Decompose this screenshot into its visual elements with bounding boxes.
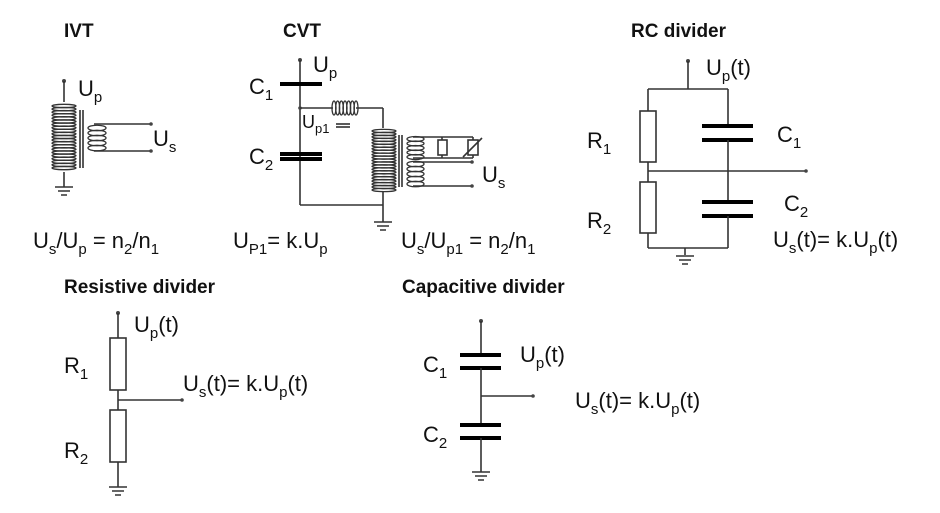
ground-icon xyxy=(54,186,74,196)
ground-icon xyxy=(675,255,695,265)
ground-icon xyxy=(373,221,393,231)
cvt-secondary-coil-2-icon xyxy=(406,160,425,188)
coil-turn xyxy=(371,187,397,193)
ivt-formula: Us/Up = n2/n1 xyxy=(33,228,159,258)
cvt-formula-left: UP1= k.Up xyxy=(233,228,328,258)
cvt-formula-right: Us/Up1 = n2/n1 xyxy=(401,228,535,258)
ivt-title: IVT xyxy=(64,21,94,42)
capacitive-up-label: Up(t) xyxy=(520,342,565,372)
cvt-c1-label: C1 xyxy=(249,74,273,104)
resistive-r1-resistor-icon xyxy=(109,337,127,391)
cvt-c2-label: C2 xyxy=(249,144,273,174)
resistive-up-label: Up(t) xyxy=(134,312,179,342)
cvt-us-label: Us xyxy=(482,162,505,192)
capacitive-c2-label: C2 xyxy=(423,422,447,452)
resistive-divider-title: Resistive divider xyxy=(64,277,216,298)
cvt-up1-label: Up1 xyxy=(302,112,329,136)
rc-r2-resistor-icon xyxy=(639,181,657,234)
ivt-primary-coil-icon xyxy=(51,103,77,171)
resistive-r2-resistor-icon xyxy=(109,409,127,463)
rc-divider-diagram: RC divider Up(t) R1 R2 C1 C2 Us(t)= k.Up… xyxy=(587,21,898,265)
cvt-reactor-coil-icon xyxy=(331,100,359,116)
ground-icon xyxy=(471,471,491,481)
capacitive-divider-diagram: Capacitive divider Up(t) C1 C2 Us(t)= k.… xyxy=(402,277,700,481)
cvt-transformer-primary-coil-icon xyxy=(371,128,397,193)
rc-c2-label: C2 xyxy=(784,191,808,221)
rc-r1-label: R1 xyxy=(587,128,611,158)
resistive-r2-label: R2 xyxy=(64,438,88,468)
coil-turn xyxy=(406,153,425,161)
ivt-us-label: Us xyxy=(153,126,176,156)
cvt-burden-resistor-icon xyxy=(437,139,448,156)
ground-icon xyxy=(108,486,128,496)
capacitive-divider-title: Capacitive divider xyxy=(402,277,565,298)
capacitive-formula: Us(t)= k.Up(t) xyxy=(575,388,700,418)
rc-r1-resistor-icon xyxy=(639,110,657,163)
coil-turn xyxy=(51,165,77,171)
resistive-divider-diagram: Resistive divider Up(t) R1 R2 Us(t)= k.U… xyxy=(64,277,308,496)
ivt-diagram: IVT Up Us Us/Up = n2/n1 xyxy=(33,21,176,258)
ivt-up-label: Up xyxy=(78,76,102,106)
cvt-title: CVT xyxy=(283,21,321,42)
cvt-up-label: Up xyxy=(313,52,337,82)
rc-divider-title: RC divider xyxy=(631,21,727,42)
cvt-secondary-coil-1-icon xyxy=(406,135,425,161)
cvt-diagram: CVT Up C1 Up1 C2 Us U xyxy=(233,21,535,258)
resistive-r1-label: R1 xyxy=(64,353,88,383)
rc-r2-label: R2 xyxy=(587,208,611,238)
rc-up-label: Up(t) xyxy=(706,55,751,85)
rc-c1-label: C1 xyxy=(777,122,801,152)
ivt-secondary-coil-icon xyxy=(87,124,107,152)
capacitive-c1-label: C1 xyxy=(423,352,447,382)
rc-formula: Us(t)= k.Up(t) xyxy=(773,227,898,257)
resistive-formula: Us(t)= k.Up(t) xyxy=(183,371,308,401)
